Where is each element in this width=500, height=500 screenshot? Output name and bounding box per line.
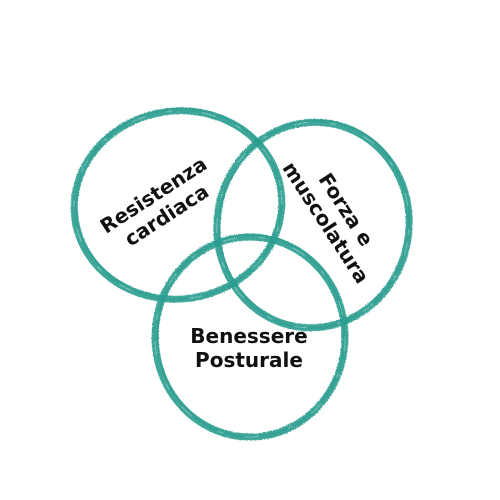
set-label-line: Posturale [195, 348, 303, 372]
ring-benessere-posturale [151, 233, 349, 441]
set-label-line: Benessere [190, 324, 308, 348]
ring-forza-e-muscolatura [213, 118, 413, 332]
ring-resistenza-cardiaca [70, 107, 286, 303]
